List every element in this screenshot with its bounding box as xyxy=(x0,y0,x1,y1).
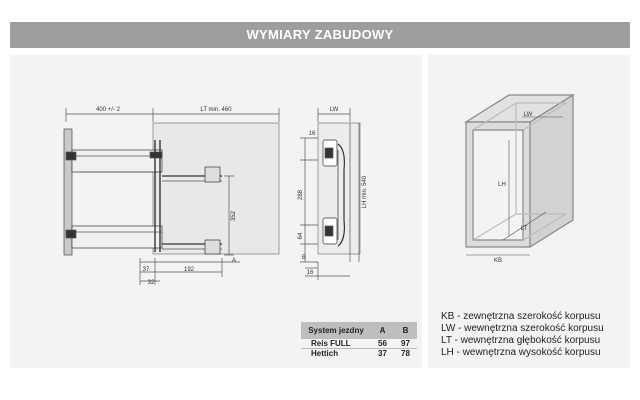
legend-lh: LH - wewnętrzna wysokość korpusu xyxy=(441,347,601,358)
col-header-a: A xyxy=(371,322,394,339)
col-header-system: System jezdny xyxy=(301,322,371,339)
table-row: Hettich 37 78 xyxy=(301,349,417,359)
dim-16-top: 16 xyxy=(309,131,316,137)
value-a: 37 xyxy=(378,349,387,358)
dim-32: 32 xyxy=(148,280,155,286)
section-title: WYMIARY ZABUDOWY xyxy=(10,22,630,48)
dim-lt: LT min. 460 xyxy=(200,107,232,113)
box-label-lw: LW xyxy=(524,112,533,118)
col-header-b: B xyxy=(394,322,417,339)
value-a: 56 xyxy=(371,339,394,349)
dimension-legend: KB - zewnętrzna szerokość korpusu LW - w… xyxy=(441,311,604,359)
box-label-lt: LT xyxy=(521,226,528,232)
table-row: Reis FULL 56 97 xyxy=(301,339,417,349)
dim-lw-side: LW xyxy=(330,107,339,113)
dim-depth-front: 400 +/- 2 xyxy=(96,107,121,113)
dim-a: A xyxy=(232,258,236,264)
runner-system-table: System jezdny A B Reis FULL 56 97 Hettic… xyxy=(301,322,417,358)
dim-37: 37 xyxy=(143,267,150,273)
cabinet-box-diagram xyxy=(463,93,576,256)
system-name: Reis FULL xyxy=(301,339,371,349)
value-b: 97 xyxy=(394,339,417,349)
dim-height: 352 xyxy=(231,210,237,221)
dim-16-bottom: 16 xyxy=(307,270,314,276)
box-label-lh: LH xyxy=(498,182,506,188)
system-name: Hettich xyxy=(311,349,339,358)
value-b: 78 xyxy=(401,349,410,358)
box-label-kb: KB xyxy=(494,258,502,264)
dim-64: 64 xyxy=(298,232,304,239)
legend-kb: KB - zewnętrzna szerokość korpusu xyxy=(441,311,601,322)
legend-lw: LW - wewnętrzna szerokość korpusu xyxy=(441,323,604,334)
dim-192: 192 xyxy=(184,267,195,273)
dim-b: B xyxy=(302,255,306,261)
legend-lt: LT - wewnętrzna głębokość korpusu xyxy=(441,335,601,346)
dim-lh: LH min. 540 xyxy=(362,175,368,208)
dim-288: 288 xyxy=(298,189,304,200)
